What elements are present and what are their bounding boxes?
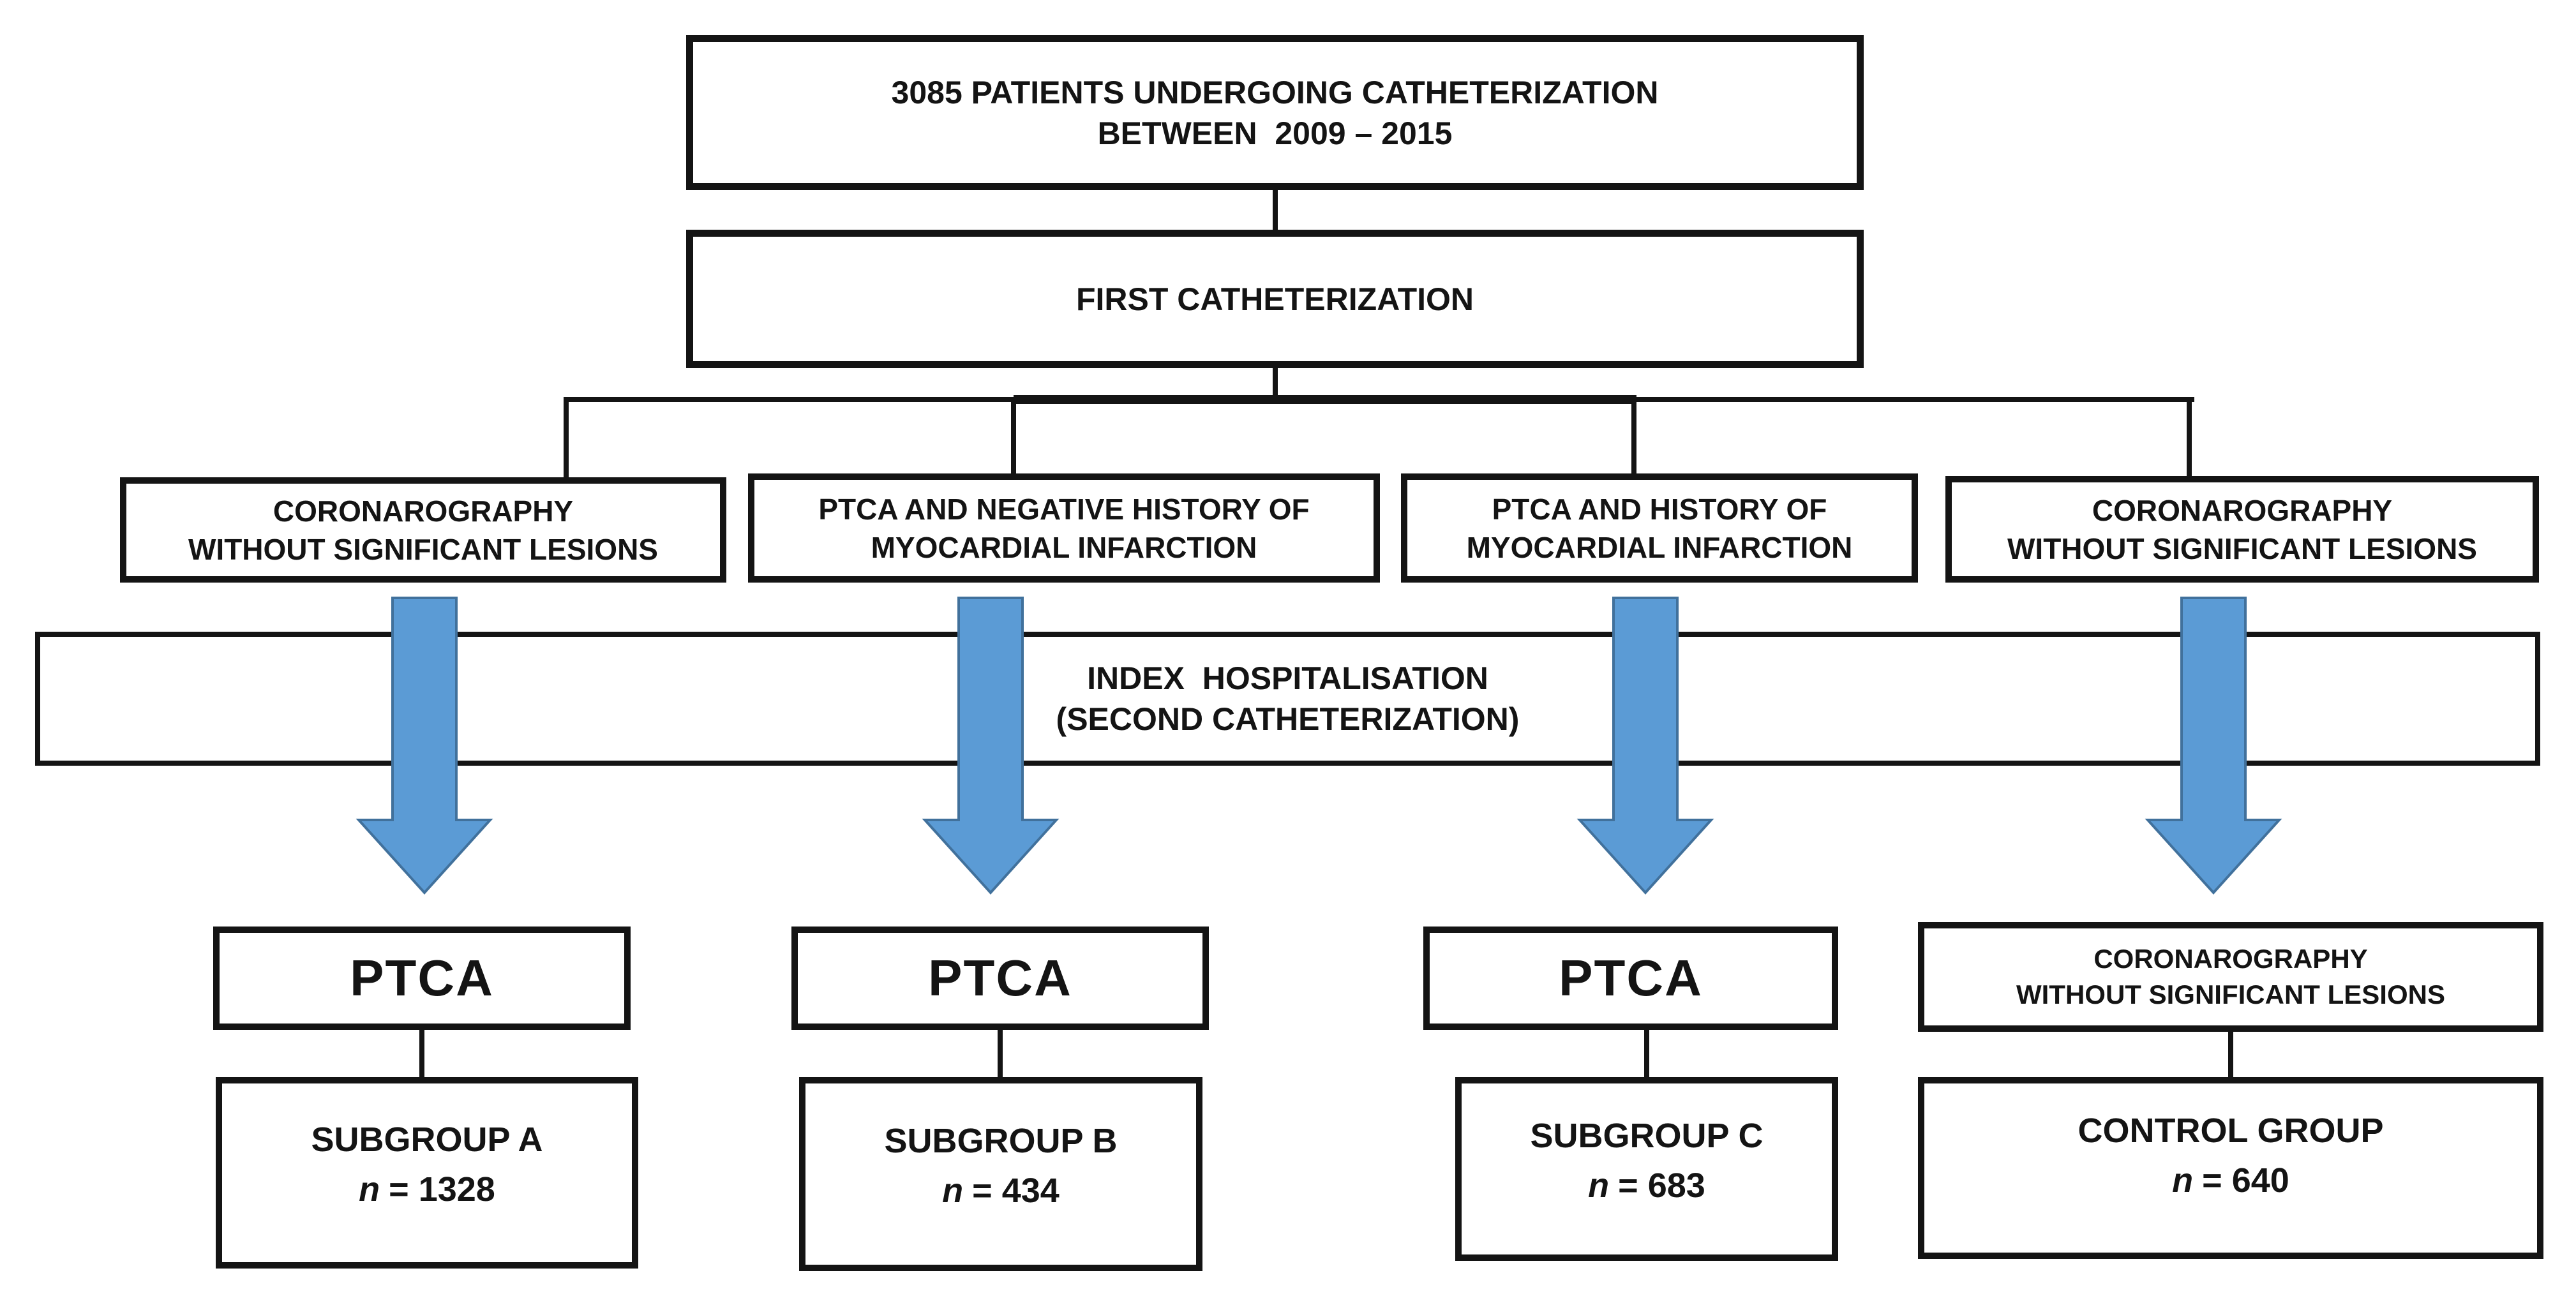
n-symbol: n [359, 1170, 380, 1209]
down-arrow-icon [922, 597, 1060, 895]
node-branch-4-line2: WITHOUT SIGNIFICANT LESIONS [2007, 532, 2477, 565]
connector-branch-3 [1631, 399, 1636, 484]
node-group-2-name: SUBGROUP B [884, 1122, 1118, 1160]
node-branch-4-line1: CORONAROGRAPHY [2092, 493, 2393, 527]
node-branch-2-line1: PTCA AND NEGATIVE HISTORY OF [818, 492, 1310, 526]
connector-branch-1 [564, 399, 569, 484]
down-arrow-icon [356, 597, 493, 895]
node-branch-2-line2: MYOCARDIAL INFARCTION [871, 530, 1257, 564]
node-branch-1-line1: CORONAROGRAPHY [273, 494, 574, 528]
connector-procedure-1-to-group-1 [419, 1030, 424, 1081]
branch-distribution-line-thick-segment [1014, 395, 1636, 404]
node-procedure-4: CORONAROGRAPHY WITHOUT SIGNIFICANT LESIO… [1918, 922, 2543, 1032]
connector-top-to-first [1273, 188, 1278, 233]
n-symbol: n [2172, 1161, 2194, 1200]
node-procedure-1-label: PTCA [350, 949, 494, 1006]
node-first-catheterization-label: FIRST CATHETERIZATION [1075, 281, 1474, 317]
node-group-3-name: SUBGROUP C [1530, 1117, 1764, 1155]
node-patients: 3085 PATIENTS UNDERGOING CATHETERIZATION… [686, 35, 1864, 190]
connector-branch-2 [1011, 399, 1016, 484]
node-branch-4: CORONAROGRAPHY WITHOUT SIGNIFICANT LESIO… [1945, 476, 2539, 583]
n-value: = 683 [1618, 1166, 1705, 1205]
node-procedure-2: PTCA [791, 927, 1209, 1030]
node-procedure-2-label: PTCA [928, 949, 1072, 1006]
node-branch-3-line2: MYOCARDIAL INFARCTION [1466, 530, 1853, 564]
n-symbol: n [942, 1172, 964, 1210]
node-group-3: SUBGROUP C n= 683 [1455, 1077, 1838, 1261]
node-procedure-1: PTCA [213, 927, 631, 1030]
down-arrow-icon [2145, 597, 2282, 895]
connector-branch-4 [2187, 399, 2192, 484]
node-group-1-name: SUBGROUP A [311, 1120, 543, 1159]
node-procedure-3-label: PTCA [1559, 949, 1703, 1006]
node-group-1-n: n= 1328 [359, 1165, 495, 1214]
node-patients-line2: BETWEEN 2009 – 2015 [1097, 115, 1453, 151]
node-group-4: CONTROL GROUP n= 640 [1918, 1077, 2543, 1259]
node-group-2-n: n= 434 [942, 1166, 1060, 1216]
node-branch-3-line1: PTCA AND HISTORY OF [1492, 492, 1827, 526]
node-group-3-n: n= 683 [1588, 1161, 1705, 1210]
node-group-4-name: CONTROL GROUP [2078, 1111, 2384, 1150]
node-branch-1: CORONAROGRAPHY WITHOUT SIGNIFICANT LESIO… [120, 477, 726, 583]
node-group-2: SUBGROUP B n= 434 [799, 1077, 1202, 1271]
node-patients-line1: 3085 PATIENTS UNDERGOING CATHETERIZATION [891, 74, 1659, 110]
down-arrow-icon [1576, 597, 1714, 895]
node-index-hospitalisation-line1: INDEX HOSPITALISATION [1087, 660, 1488, 696]
n-symbol: n [1588, 1166, 1610, 1205]
connector-first-to-distribution [1273, 367, 1278, 402]
connector-procedure-4-to-group-4 [2228, 1032, 2233, 1081]
node-procedure-3: PTCA [1423, 927, 1838, 1030]
node-group-1: SUBGROUP A n= 1328 [216, 1077, 638, 1269]
node-group-4-n: n= 640 [2172, 1156, 2289, 1205]
node-procedure-4-line2: WITHOUT SIGNIFICANT LESIONS [2016, 979, 2445, 1009]
n-value: = 434 [972, 1172, 1060, 1210]
node-first-catheterization: FIRST CATHETERIZATION [686, 230, 1864, 368]
n-value: = 1328 [389, 1170, 495, 1209]
node-branch-3: PTCA AND HISTORY OF MYOCARDIAL INFARCTIO… [1401, 473, 1918, 583]
node-branch-2: PTCA AND NEGATIVE HISTORY OF MYOCARDIAL … [748, 473, 1380, 583]
connector-procedure-3-to-group-3 [1644, 1030, 1649, 1081]
node-procedure-4-line1: CORONAROGRAPHY [2093, 944, 2368, 974]
node-index-hospitalisation-line2: (SECOND CATHETERIZATION) [1056, 701, 1520, 737]
node-branch-1-line2: WITHOUT SIGNIFICANT LESIONS [188, 532, 658, 566]
connector-procedure-2-to-group-2 [998, 1030, 1003, 1081]
n-value: = 640 [2202, 1161, 2289, 1200]
